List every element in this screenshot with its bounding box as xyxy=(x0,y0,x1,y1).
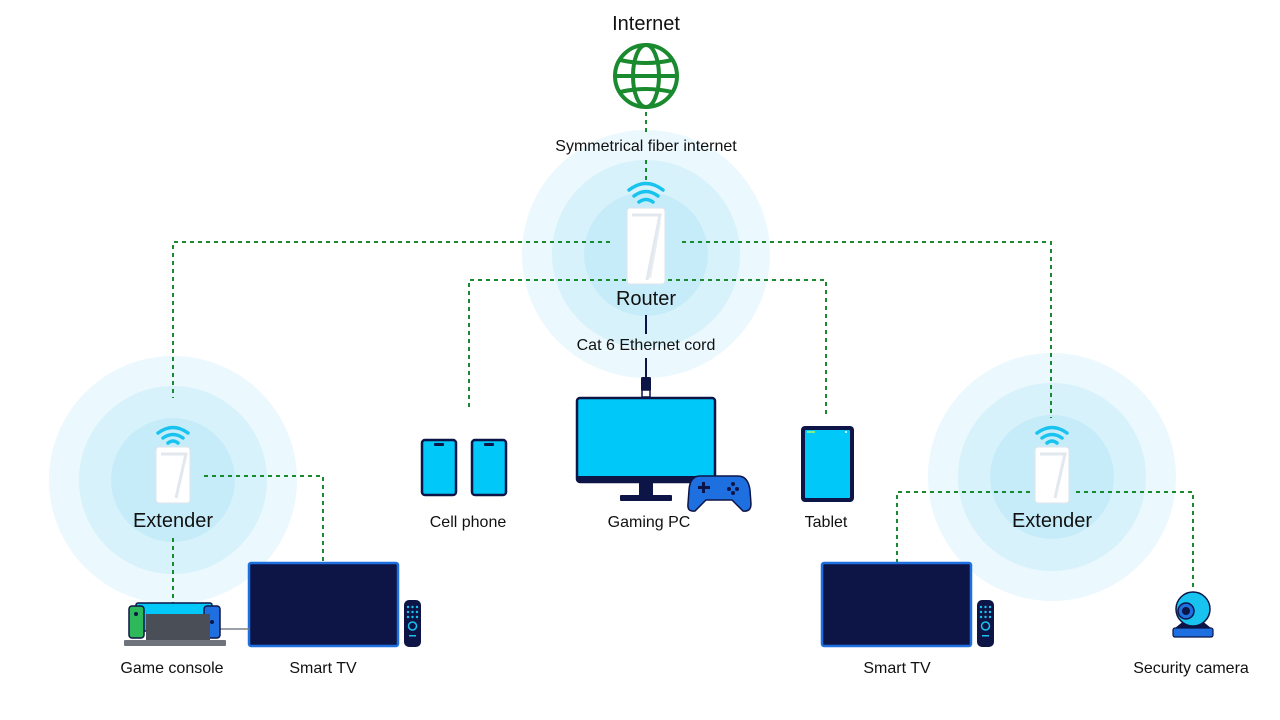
link-router-extender-left xyxy=(172,241,610,398)
extender-icon xyxy=(155,446,191,504)
internet-label: Internet xyxy=(612,13,680,35)
gaming-pc-label: Gaming PC xyxy=(607,514,691,531)
webcam-icon xyxy=(1172,591,1214,638)
router-wifi-icon xyxy=(627,181,665,204)
tablet-icon xyxy=(801,426,854,502)
tv-icon xyxy=(820,561,973,648)
remote-icon xyxy=(977,600,994,647)
link-extender-right-tv xyxy=(896,491,1030,562)
cell-phone-label: Cell phone xyxy=(429,514,507,531)
wireless-links xyxy=(172,112,1194,604)
extender-icon xyxy=(1034,446,1070,504)
router-label: Router xyxy=(615,288,677,310)
extender-right-label: Extender xyxy=(1011,510,1093,532)
fiber-label: Symmetrical fiber internet xyxy=(555,138,737,155)
router-icon xyxy=(626,207,666,285)
extender-left-label: Extender xyxy=(132,510,214,532)
gamepad-icon xyxy=(687,475,752,512)
monitor-icon xyxy=(575,396,717,501)
ethernet-label: Cat 6 Ethernet cord xyxy=(576,337,716,354)
game-console-label: Game console xyxy=(120,660,224,677)
smart-tv-right-label: Smart TV xyxy=(863,660,931,677)
link-extender-left-tv xyxy=(204,475,324,562)
smart-tv-left-label: Smart TV xyxy=(289,660,357,677)
phone-icon xyxy=(420,438,458,497)
extender-left-wifi-icon xyxy=(156,425,190,445)
tablet-label: Tablet xyxy=(804,514,848,531)
link-router-extender-right xyxy=(682,241,1052,418)
extender-right-wifi-icon xyxy=(1035,425,1069,445)
link-router-phone xyxy=(468,279,626,410)
ethernet-plug-icon xyxy=(641,377,651,398)
globe-icon xyxy=(613,43,679,109)
console-icon xyxy=(124,602,249,646)
tv-icon xyxy=(247,561,400,648)
security-camera-label: Security camera xyxy=(1133,660,1249,677)
phone-icon xyxy=(470,438,508,497)
remote-icon xyxy=(404,600,421,647)
